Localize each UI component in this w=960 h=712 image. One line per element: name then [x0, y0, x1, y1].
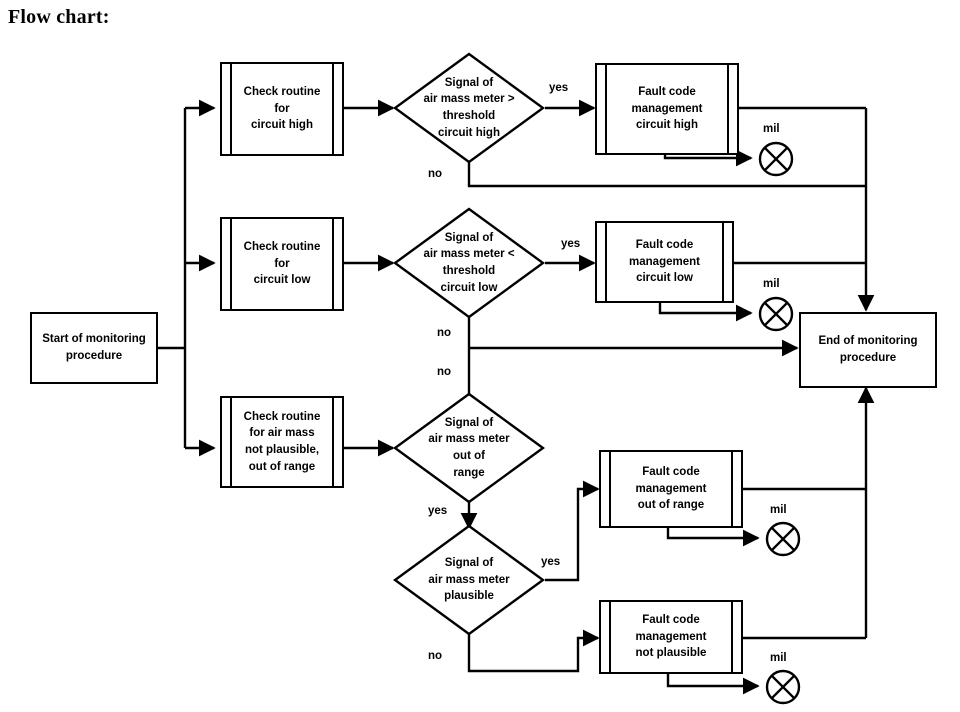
decision-out-of-range[interactable]: Signal of air mass meter out of range: [393, 392, 545, 504]
decision-plausible[interactable]: Signal of air mass meter plausible: [393, 524, 545, 636]
node-fault-not-plausible-label: Fault code management not plausible: [635, 613, 707, 660]
mil-label-circuit-low: mil: [763, 278, 780, 290]
node-fault-not-plausible[interactable]: Fault code management not plausible: [599, 600, 743, 674]
decision-circuit-high[interactable]: Signal of air mass meter > threshold cir…: [393, 52, 545, 164]
mil-lamp-out-of-range[interactable]: [764, 520, 802, 563]
mil-lamp-icon: [765, 521, 801, 557]
edge-label-range-no: no: [437, 366, 452, 378]
node-fault-out-of-range-label: Fault code management out of range: [635, 465, 707, 512]
node-start[interactable]: Start of monitoring procedure: [30, 312, 158, 384]
page-title: Flow chart:: [8, 6, 110, 28]
mil-lamp-icon: [758, 296, 794, 332]
decision-circuit-high-shape: [393, 52, 545, 164]
decision-out-of-range-shape: [393, 392, 545, 504]
mil-lamp-icon: [765, 669, 801, 705]
edge-label-low-no: no: [437, 327, 452, 339]
decision-plausible-shape: [393, 524, 545, 636]
node-check-out-of-range[interactable]: Check routine for air mass not plausible…: [220, 396, 344, 488]
mil-label-circuit-high: mil: [763, 123, 780, 135]
edge-label-low-yes: yes: [561, 238, 581, 250]
node-check-circuit-high-label: Check routine for circuit high: [243, 85, 321, 132]
node-start-label: Start of monitoring procedure: [42, 333, 146, 362]
mil-lamp-not-plausible[interactable]: [764, 668, 802, 711]
node-check-circuit-low-label: Check routine for circuit low: [243, 240, 321, 287]
decision-circuit-low[interactable]: Signal of air mass meter < threshold cir…: [393, 207, 545, 319]
node-check-circuit-high[interactable]: Check routine for circuit high: [220, 62, 344, 156]
edge-label-plausible-no: no: [428, 650, 443, 662]
edge-label-plausible-yes: yes: [541, 556, 561, 568]
node-fault-circuit-low[interactable]: Fault code management circuit low: [595, 221, 734, 303]
mil-label-not-plausible: mil: [770, 652, 787, 664]
mil-lamp-circuit-high[interactable]: [757, 140, 795, 183]
edge-label-range-yes: yes: [428, 505, 448, 517]
mil-label-out-of-range: mil: [770, 504, 787, 516]
node-end[interactable]: End of monitoring procedure: [799, 312, 937, 388]
mil-lamp-icon: [758, 141, 794, 177]
node-check-circuit-low[interactable]: Check routine for circuit low: [220, 217, 344, 311]
edge-label-high-yes: yes: [549, 82, 569, 94]
decision-circuit-low-shape: [393, 207, 545, 319]
edge-label-high-no: no: [428, 168, 443, 180]
node-end-label: End of monitoring procedure: [818, 335, 918, 364]
node-fault-out-of-range[interactable]: Fault code management out of range: [599, 450, 743, 528]
node-fault-circuit-high[interactable]: Fault code management circuit high: [595, 63, 739, 155]
node-fault-circuit-high-label: Fault code management circuit high: [631, 85, 703, 132]
mil-lamp-circuit-low[interactable]: [757, 295, 795, 338]
node-check-out-of-range-label: Check routine for air mass not plausible…: [243, 410, 321, 473]
node-fault-circuit-low-label: Fault code management circuit low: [629, 238, 700, 285]
